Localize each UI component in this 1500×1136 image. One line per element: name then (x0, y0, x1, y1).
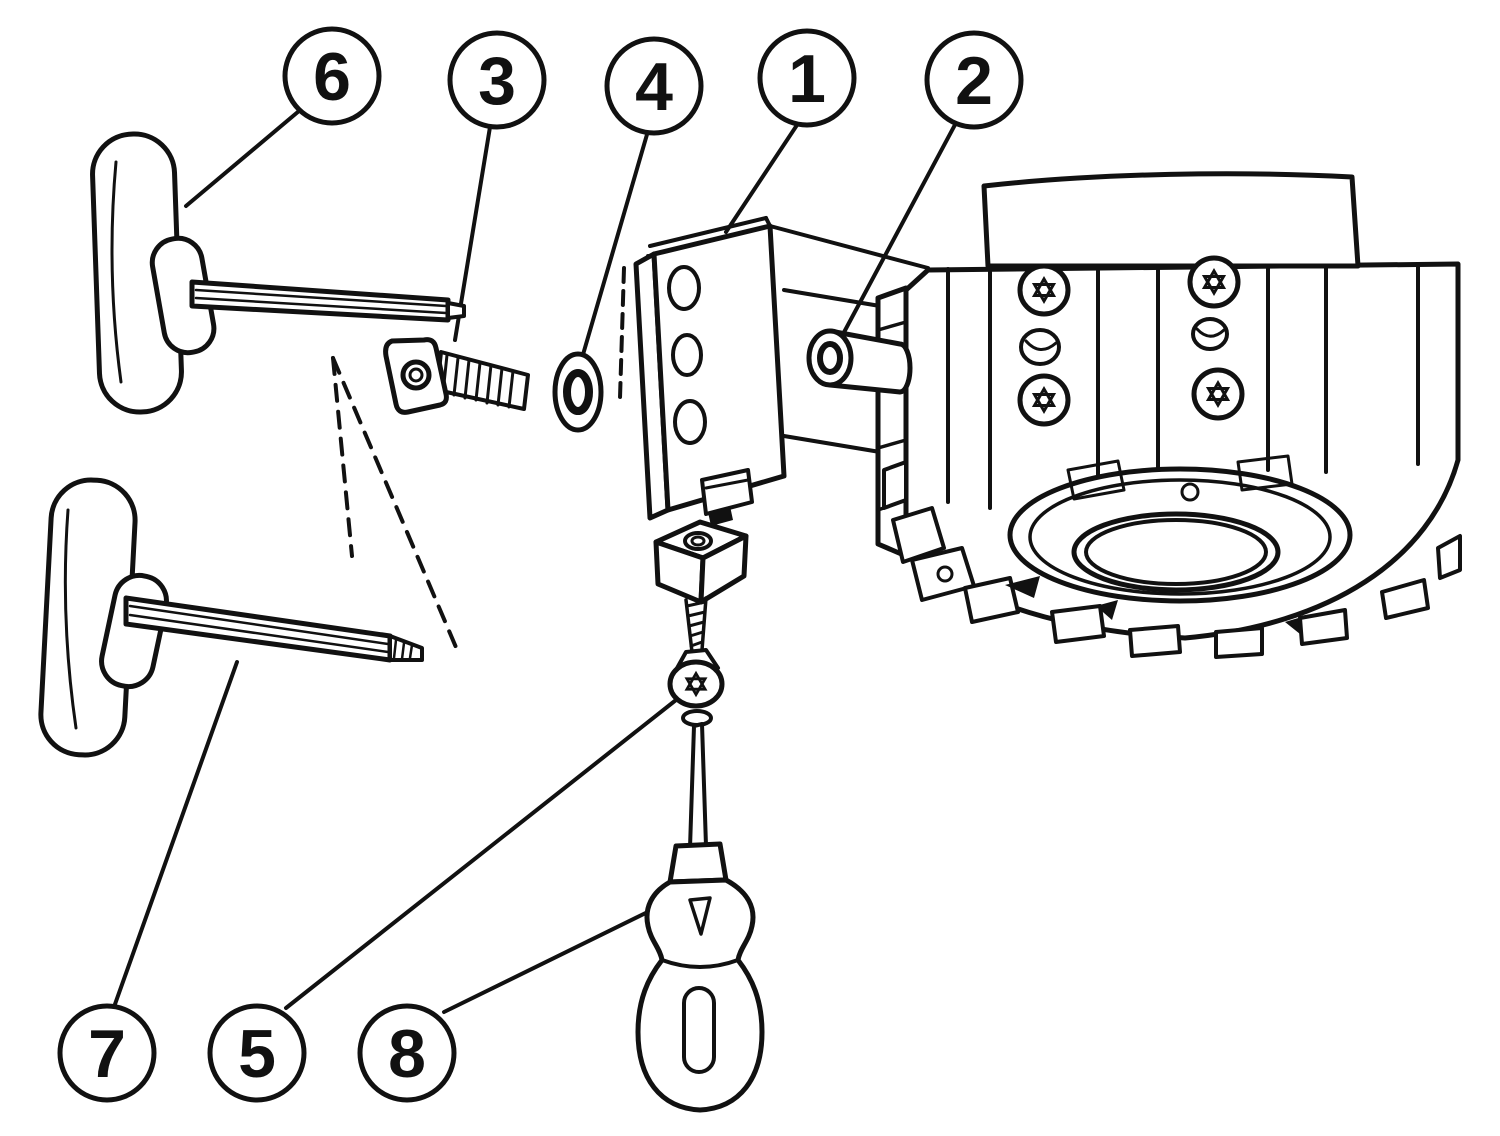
callout-7: 7 (57, 1003, 157, 1103)
cartridge-block-1 (633, 216, 787, 526)
callout-6: 6 (282, 26, 382, 126)
coolant-hole (1019, 328, 1061, 366)
leader-line-4 (580, 129, 650, 360)
hidden-outline-dashed (331, 356, 460, 654)
screw-3-shaft (435, 350, 530, 411)
callout-2: 2 (924, 30, 1024, 130)
leader-line-6 (184, 109, 301, 208)
callout-circle (282, 26, 382, 126)
torx-screw-icon (1194, 370, 1242, 418)
screwdriver-8 (635, 722, 765, 1113)
callout-circle (924, 30, 1024, 130)
callout-circle (757, 28, 857, 128)
leader-lines (112, 109, 959, 1014)
cap-screw-3 (383, 337, 530, 415)
callout-circle (447, 30, 547, 130)
torx-screw-icon (1020, 266, 1068, 314)
screw-3-head (383, 337, 449, 415)
coolant-hole (1191, 317, 1229, 351)
t-slot-nut (653, 519, 749, 605)
callout-label: 6 (313, 39, 351, 115)
callout-label: 8 (388, 1016, 426, 1092)
callout-circle (57, 1003, 157, 1103)
callout-8: 8 (357, 1003, 457, 1103)
callout-4: 4 (604, 36, 704, 136)
cutter-bore (1071, 511, 1281, 593)
callout-circle (207, 1003, 307, 1103)
cutter-top-hub (981, 171, 1361, 269)
callout-label: 3 (478, 43, 516, 119)
callout-label: 1 (788, 41, 826, 117)
callout-circle (604, 36, 704, 136)
wrench-7-shaft (123, 595, 393, 663)
callout-circle (357, 1003, 457, 1103)
milling-cutter-body (875, 171, 1462, 659)
callout-label: 7 (88, 1016, 126, 1092)
callout-label: 4 (635, 49, 673, 125)
callout-3: 3 (447, 30, 547, 130)
leader-line-7 (112, 660, 239, 1009)
screwdriver-ferrule (667, 841, 729, 885)
torx-screw-icon (1020, 376, 1068, 424)
screwdriver-blade (688, 722, 708, 850)
screw-2-head (806, 328, 854, 388)
torx-screw-icon (1190, 258, 1238, 306)
screwdriver-grip-slot (682, 986, 716, 1074)
callouts: 6 3 4 1 2 7 5 8 (57, 26, 1024, 1103)
t-handle-wrench-7 (38, 477, 424, 758)
callout-label: 2 (955, 43, 993, 119)
assembly-axis-lines (768, 224, 930, 454)
leader-line-1 (724, 120, 801, 234)
callout-5: 5 (207, 1003, 307, 1103)
callout-label: 5 (238, 1016, 276, 1092)
leader-line-5 (284, 698, 678, 1010)
leader-line-2 (840, 119, 959, 338)
leader-line-8 (442, 903, 664, 1014)
countersunk-screw-5 (667, 596, 725, 727)
t-handle-wrench-6 (90, 131, 466, 415)
callout-1: 1 (757, 28, 857, 128)
washer-4 (552, 351, 604, 433)
screw-5-head (667, 659, 725, 709)
clamp-screw-2 (806, 328, 913, 395)
